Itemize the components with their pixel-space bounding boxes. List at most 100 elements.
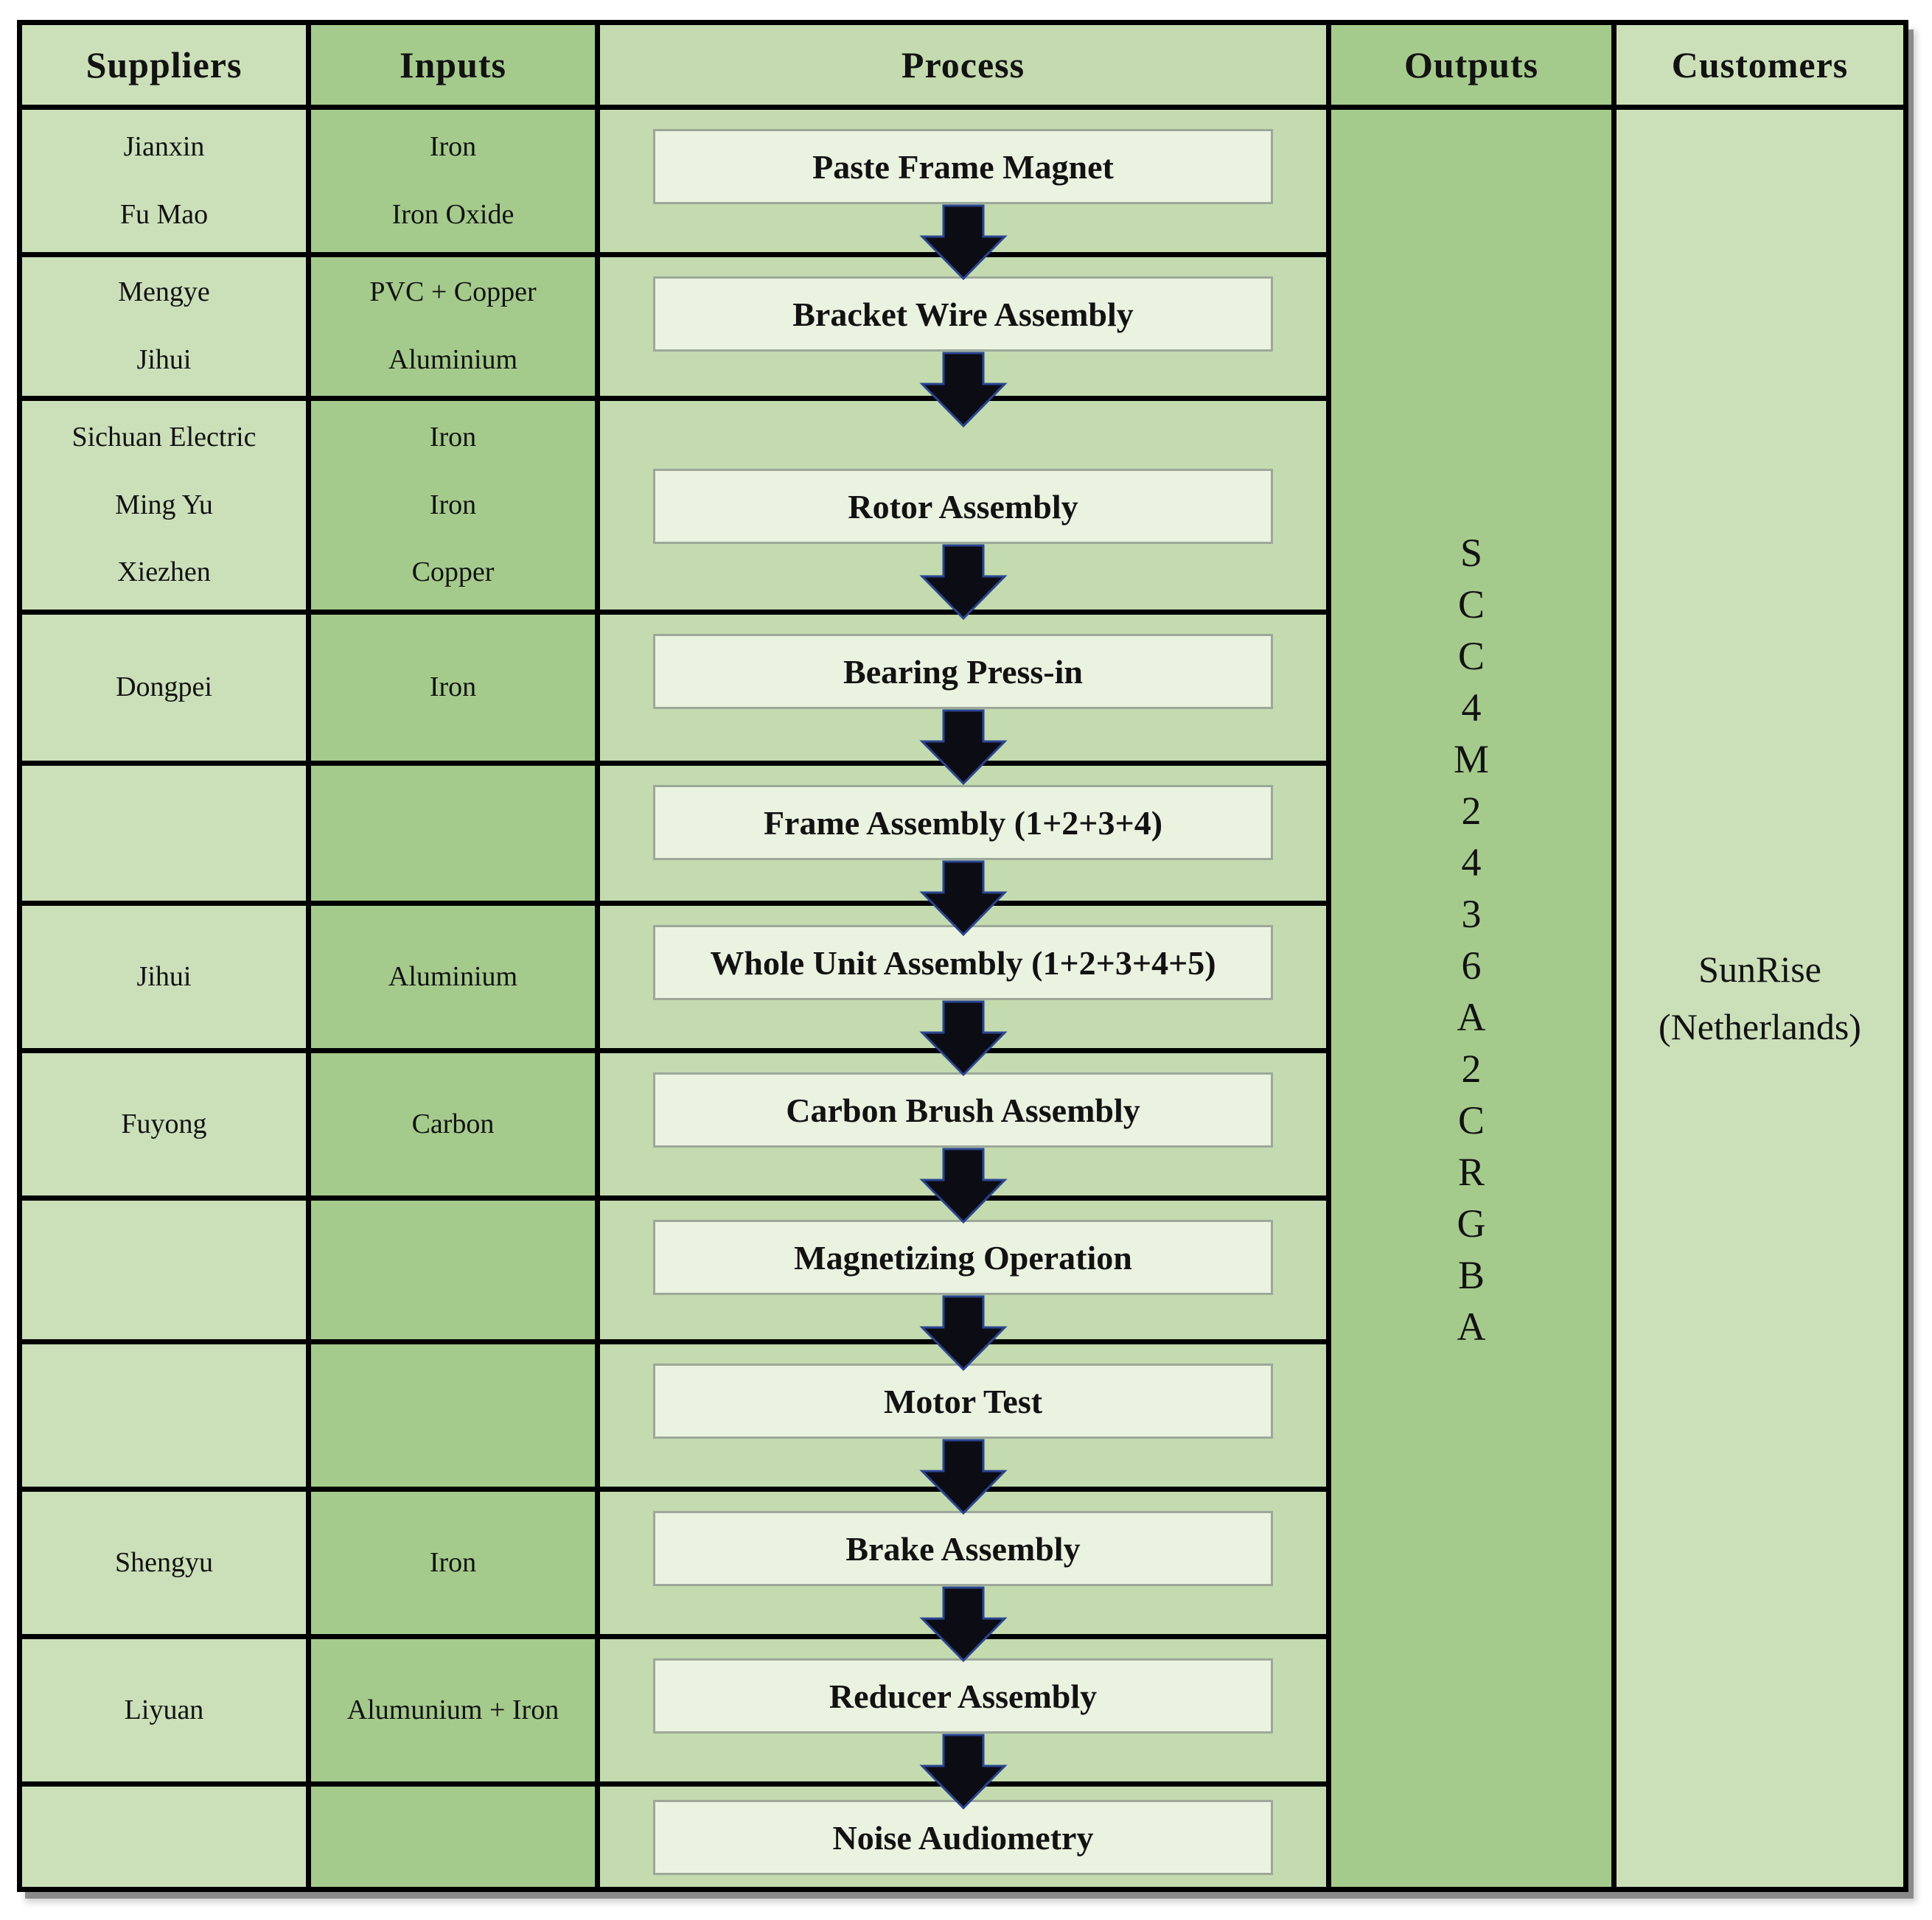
process-step-box: Reducer Assembly: [653, 1658, 1273, 1734]
flow-arrow-icon: [916, 860, 1011, 937]
output-char: A: [1457, 1304, 1486, 1349]
output-char: C: [1457, 1097, 1485, 1142]
header-customers: Customers: [1617, 25, 1903, 105]
output-char: S: [1460, 530, 1483, 575]
process-cell: Paste Frame Magnet: [600, 110, 1326, 281]
process-step-box: Brake Assembly: [653, 1511, 1273, 1586]
process-step-box: Motor Test: [653, 1364, 1273, 1439]
process-step-box: Rotor Assembly: [653, 469, 1273, 544]
customer-name: SunRise: [1698, 949, 1821, 990]
header-outputs: Outputs: [1331, 25, 1611, 105]
output-char: 3: [1461, 891, 1482, 936]
input-name: Iron: [429, 130, 477, 162]
process-cell: Carbon Brush Assembly: [600, 1053, 1326, 1224]
flow-arrow-icon: [916, 204, 1011, 281]
input-cell: Aluminium: [311, 906, 595, 1048]
output-char: C: [1457, 582, 1485, 626]
supplier-name: Liyuan: [124, 1694, 204, 1725]
flow-arrow-icon: [916, 1439, 1011, 1515]
flow-arrow-icon: [916, 352, 1011, 428]
supplier-cell: [22, 766, 306, 901]
flow-arrow-icon: [916, 1586, 1011, 1663]
input-cell: Alumunium + Iron: [311, 1639, 595, 1781]
input-name: Aluminium: [388, 344, 518, 375]
output-char: A: [1457, 994, 1486, 1039]
process-step-box: Whole Unit Assembly (1+2+3+4+5): [653, 925, 1273, 1000]
input-cell: [311, 1344, 595, 1487]
process-cell: Magnetizing Operation: [600, 1201, 1326, 1372]
supplier-cell: [22, 1344, 306, 1487]
output-char: C: [1457, 633, 1485, 678]
sipoc-table: Suppliers Inputs Process Outputs Custome…: [17, 20, 1908, 1892]
supplier-name: Xiezhen: [117, 556, 211, 588]
supplier-name: Dongpei: [116, 671, 212, 703]
process-step-box: Frame Assembly (1+2+3+4): [653, 785, 1273, 860]
process-step-box: Magnetizing Operation: [653, 1220, 1273, 1295]
process-step-box: Carbon Brush Assembly: [653, 1072, 1273, 1148]
output-char: 6: [1461, 943, 1482, 988]
supplier-cell: Shengyu: [22, 1492, 306, 1634]
process-cell: Bearing Press-in: [600, 615, 1326, 786]
process-step-box: Bearing Press-in: [653, 634, 1273, 709]
supplier-name: Jihui: [136, 344, 192, 375]
header-process: Process: [600, 25, 1326, 105]
input-name: Aluminium: [388, 960, 518, 992]
process-step-box: Noise Audiometry: [653, 1800, 1273, 1875]
process-step-box: Paste Frame Magnet: [653, 129, 1273, 204]
input-name: Copper: [411, 556, 495, 588]
output-char: B: [1457, 1252, 1485, 1297]
supplier-name: Sichuan Electric: [72, 422, 257, 453]
output-char: R: [1457, 1149, 1485, 1194]
customers-cell: SunRise (Netherlands): [1617, 110, 1903, 1887]
input-name: PVC + Copper: [369, 276, 537, 308]
supplier-cell: Fuyong: [22, 1053, 306, 1195]
supplier-cell: Liyuan: [22, 1639, 306, 1781]
input-name: Iron: [429, 671, 477, 703]
supplier-cell: Dongpei: [22, 615, 306, 761]
output-char: 2: [1461, 788, 1482, 833]
supplier-name: Fu Mao: [119, 198, 209, 230]
header-suppliers: Suppliers: [22, 25, 306, 105]
output-char: 2: [1461, 1046, 1482, 1091]
supplier-name: Jihui: [136, 960, 192, 992]
input-name: Iron: [429, 1546, 477, 1578]
supplier-name: Fuyong: [121, 1108, 207, 1139]
input-name: Iron: [429, 489, 477, 520]
supplier-name: Jianxin: [123, 130, 205, 162]
supplier-cell: [22, 1201, 306, 1339]
supplier-name: Shengyu: [115, 1546, 213, 1578]
input-name: Iron Oxide: [391, 198, 515, 230]
process-cell: Bracket Wire Assembly: [600, 257, 1326, 428]
header-inputs: Inputs: [311, 25, 595, 105]
supplier-cell: Jianxin Fu Mao: [22, 110, 306, 252]
input-cell: [311, 1201, 595, 1339]
output-char: 4: [1461, 839, 1482, 884]
input-cell: [311, 1787, 595, 1887]
process-cell: Reducer Assembly: [600, 1639, 1326, 1810]
supplier-name: Mengye: [118, 276, 210, 308]
customer-country: (Netherlands): [1659, 1005, 1861, 1047]
output-char: M: [1453, 736, 1489, 781]
process-cell: Frame Assembly (1+2+3+4): [600, 766, 1326, 937]
output-char: G: [1457, 1201, 1486, 1246]
input-name: Iron: [429, 422, 477, 453]
input-cell: Carbon: [311, 1053, 595, 1195]
flow-arrow-icon: [916, 1734, 1011, 1810]
supplier-name: Ming Yu: [115, 489, 213, 520]
output-char: 4: [1461, 685, 1482, 730]
supplier-cell: Jihui: [22, 906, 306, 1048]
supplier-cell: [22, 1787, 306, 1887]
input-name: Alumunium + Iron: [346, 1694, 559, 1725]
flow-arrow-icon: [916, 544, 1011, 621]
process-cell: Brake Assembly: [600, 1492, 1326, 1663]
flow-arrow-icon: [916, 1295, 1011, 1372]
flow-arrow-icon: [916, 1000, 1011, 1077]
input-cell: [311, 766, 595, 901]
